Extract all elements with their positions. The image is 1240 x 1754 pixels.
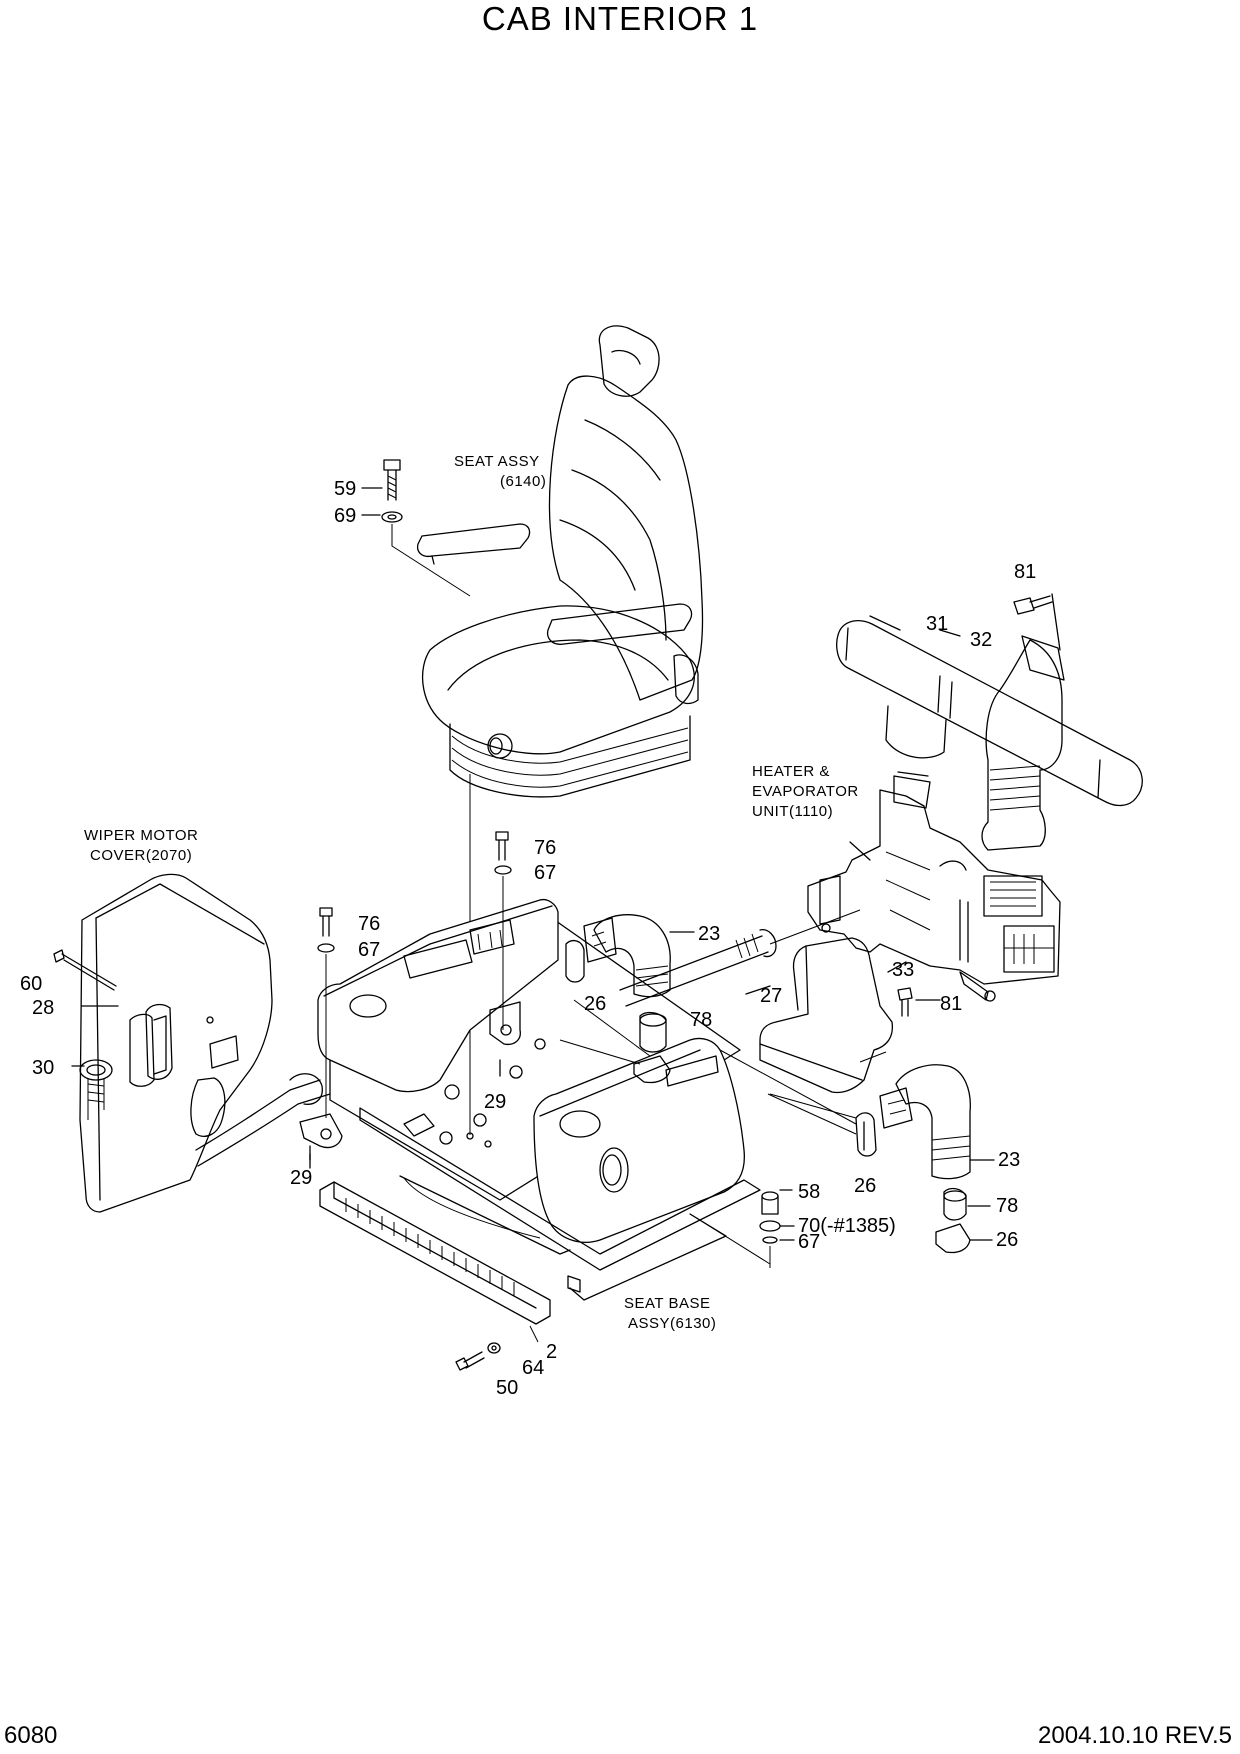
callout-50: 50 xyxy=(496,1377,518,1399)
page-number: 6080 xyxy=(4,1722,58,1749)
bracket-26-lower xyxy=(935,1223,993,1254)
callout-70: 70(-#1385) xyxy=(798,1215,896,1237)
label-seat-base-line2: ASSY(6130) xyxy=(628,1315,716,1332)
label-wiper-line1: WIPER MOTOR xyxy=(84,827,198,844)
seat-bolt-59 xyxy=(361,459,471,597)
label-wiper-line2: COVER(2070) xyxy=(90,847,192,864)
callout-26-lower: 26 xyxy=(996,1229,1018,1251)
callout-30: 30 xyxy=(32,1057,54,1079)
callout-23-lower: 23 xyxy=(998,1149,1020,1171)
callout-33: 33 xyxy=(892,959,914,981)
label-heater-line3: UNIT(1110) xyxy=(752,803,833,820)
callout-29-lower: 29 xyxy=(290,1167,312,1189)
duct-31-32 xyxy=(836,593,1143,851)
callout-28: 28 xyxy=(32,997,54,1019)
hardware-58-70-67 xyxy=(759,1189,795,1268)
bracket-26-middle xyxy=(767,1093,877,1157)
bolt-81-lower xyxy=(897,987,941,1017)
label-seat-base-line1: SEAT BASE xyxy=(624,1295,710,1312)
callout-26-middle: 26 xyxy=(854,1175,876,1197)
heater-evaporator-unit xyxy=(807,771,1061,1002)
label-heater-line2: EVAPORATOR xyxy=(752,783,859,800)
callout-27: 27 xyxy=(760,985,782,1007)
callout-64: 64 xyxy=(522,1357,544,1379)
callout-60: 60 xyxy=(20,973,42,995)
callout-67-lower: 67 xyxy=(358,939,380,961)
callout-2: 2 xyxy=(546,1341,557,1363)
duct-33 xyxy=(759,937,894,1094)
callout-32: 32 xyxy=(970,629,992,651)
grommet-78-lower xyxy=(943,1187,991,1221)
bolt-50-washer-64 xyxy=(455,1342,501,1371)
seat-assembly xyxy=(416,325,704,1135)
callout-67-upper: 67 xyxy=(534,862,556,884)
callout-29-upper: 29 xyxy=(484,1091,506,1113)
seat-base-assembly xyxy=(317,898,761,1301)
callout-78-upper: 78 xyxy=(690,1009,712,1031)
callout-76-lower: 76 xyxy=(358,913,380,935)
callout-31: 31 xyxy=(926,613,948,635)
bolt-81-top xyxy=(1013,595,1053,615)
bolt-76-upper xyxy=(494,831,512,1030)
duct-23-upper xyxy=(565,914,695,998)
callout-81-top: 81 xyxy=(1014,561,1036,583)
bolt-76-lower xyxy=(317,907,335,1118)
label-seat-assy-line2: (6140) xyxy=(500,473,546,490)
callout-23-upper: 23 xyxy=(698,923,720,945)
wiper-motor-cover xyxy=(53,873,343,1213)
revision-date: 2004.10.10 REV.5 xyxy=(1038,1722,1232,1749)
callout-69: 69 xyxy=(334,505,356,527)
callout-59: 59 xyxy=(334,478,356,500)
callout-67-base: 67 xyxy=(798,1231,820,1253)
duct-23-lower xyxy=(879,1064,995,1180)
grille-2 xyxy=(319,1181,551,1343)
leader-lines xyxy=(71,615,961,1265)
grommet-78-upper xyxy=(633,1011,671,1084)
label-heater-line1: HEATER & xyxy=(752,763,830,780)
bracket-29 xyxy=(489,1001,521,1046)
callout-78-lower: 78 xyxy=(996,1195,1018,1217)
callout-76-upper: 76 xyxy=(534,837,556,859)
label-seat-assy-line1: SEAT ASSY xyxy=(454,453,540,470)
callout-26-upper: 26 xyxy=(584,993,606,1015)
page-title: CAB INTERIOR 1 xyxy=(481,0,759,37)
callout-81-lower: 81 xyxy=(940,993,962,1015)
callout-58: 58 xyxy=(798,1181,820,1203)
